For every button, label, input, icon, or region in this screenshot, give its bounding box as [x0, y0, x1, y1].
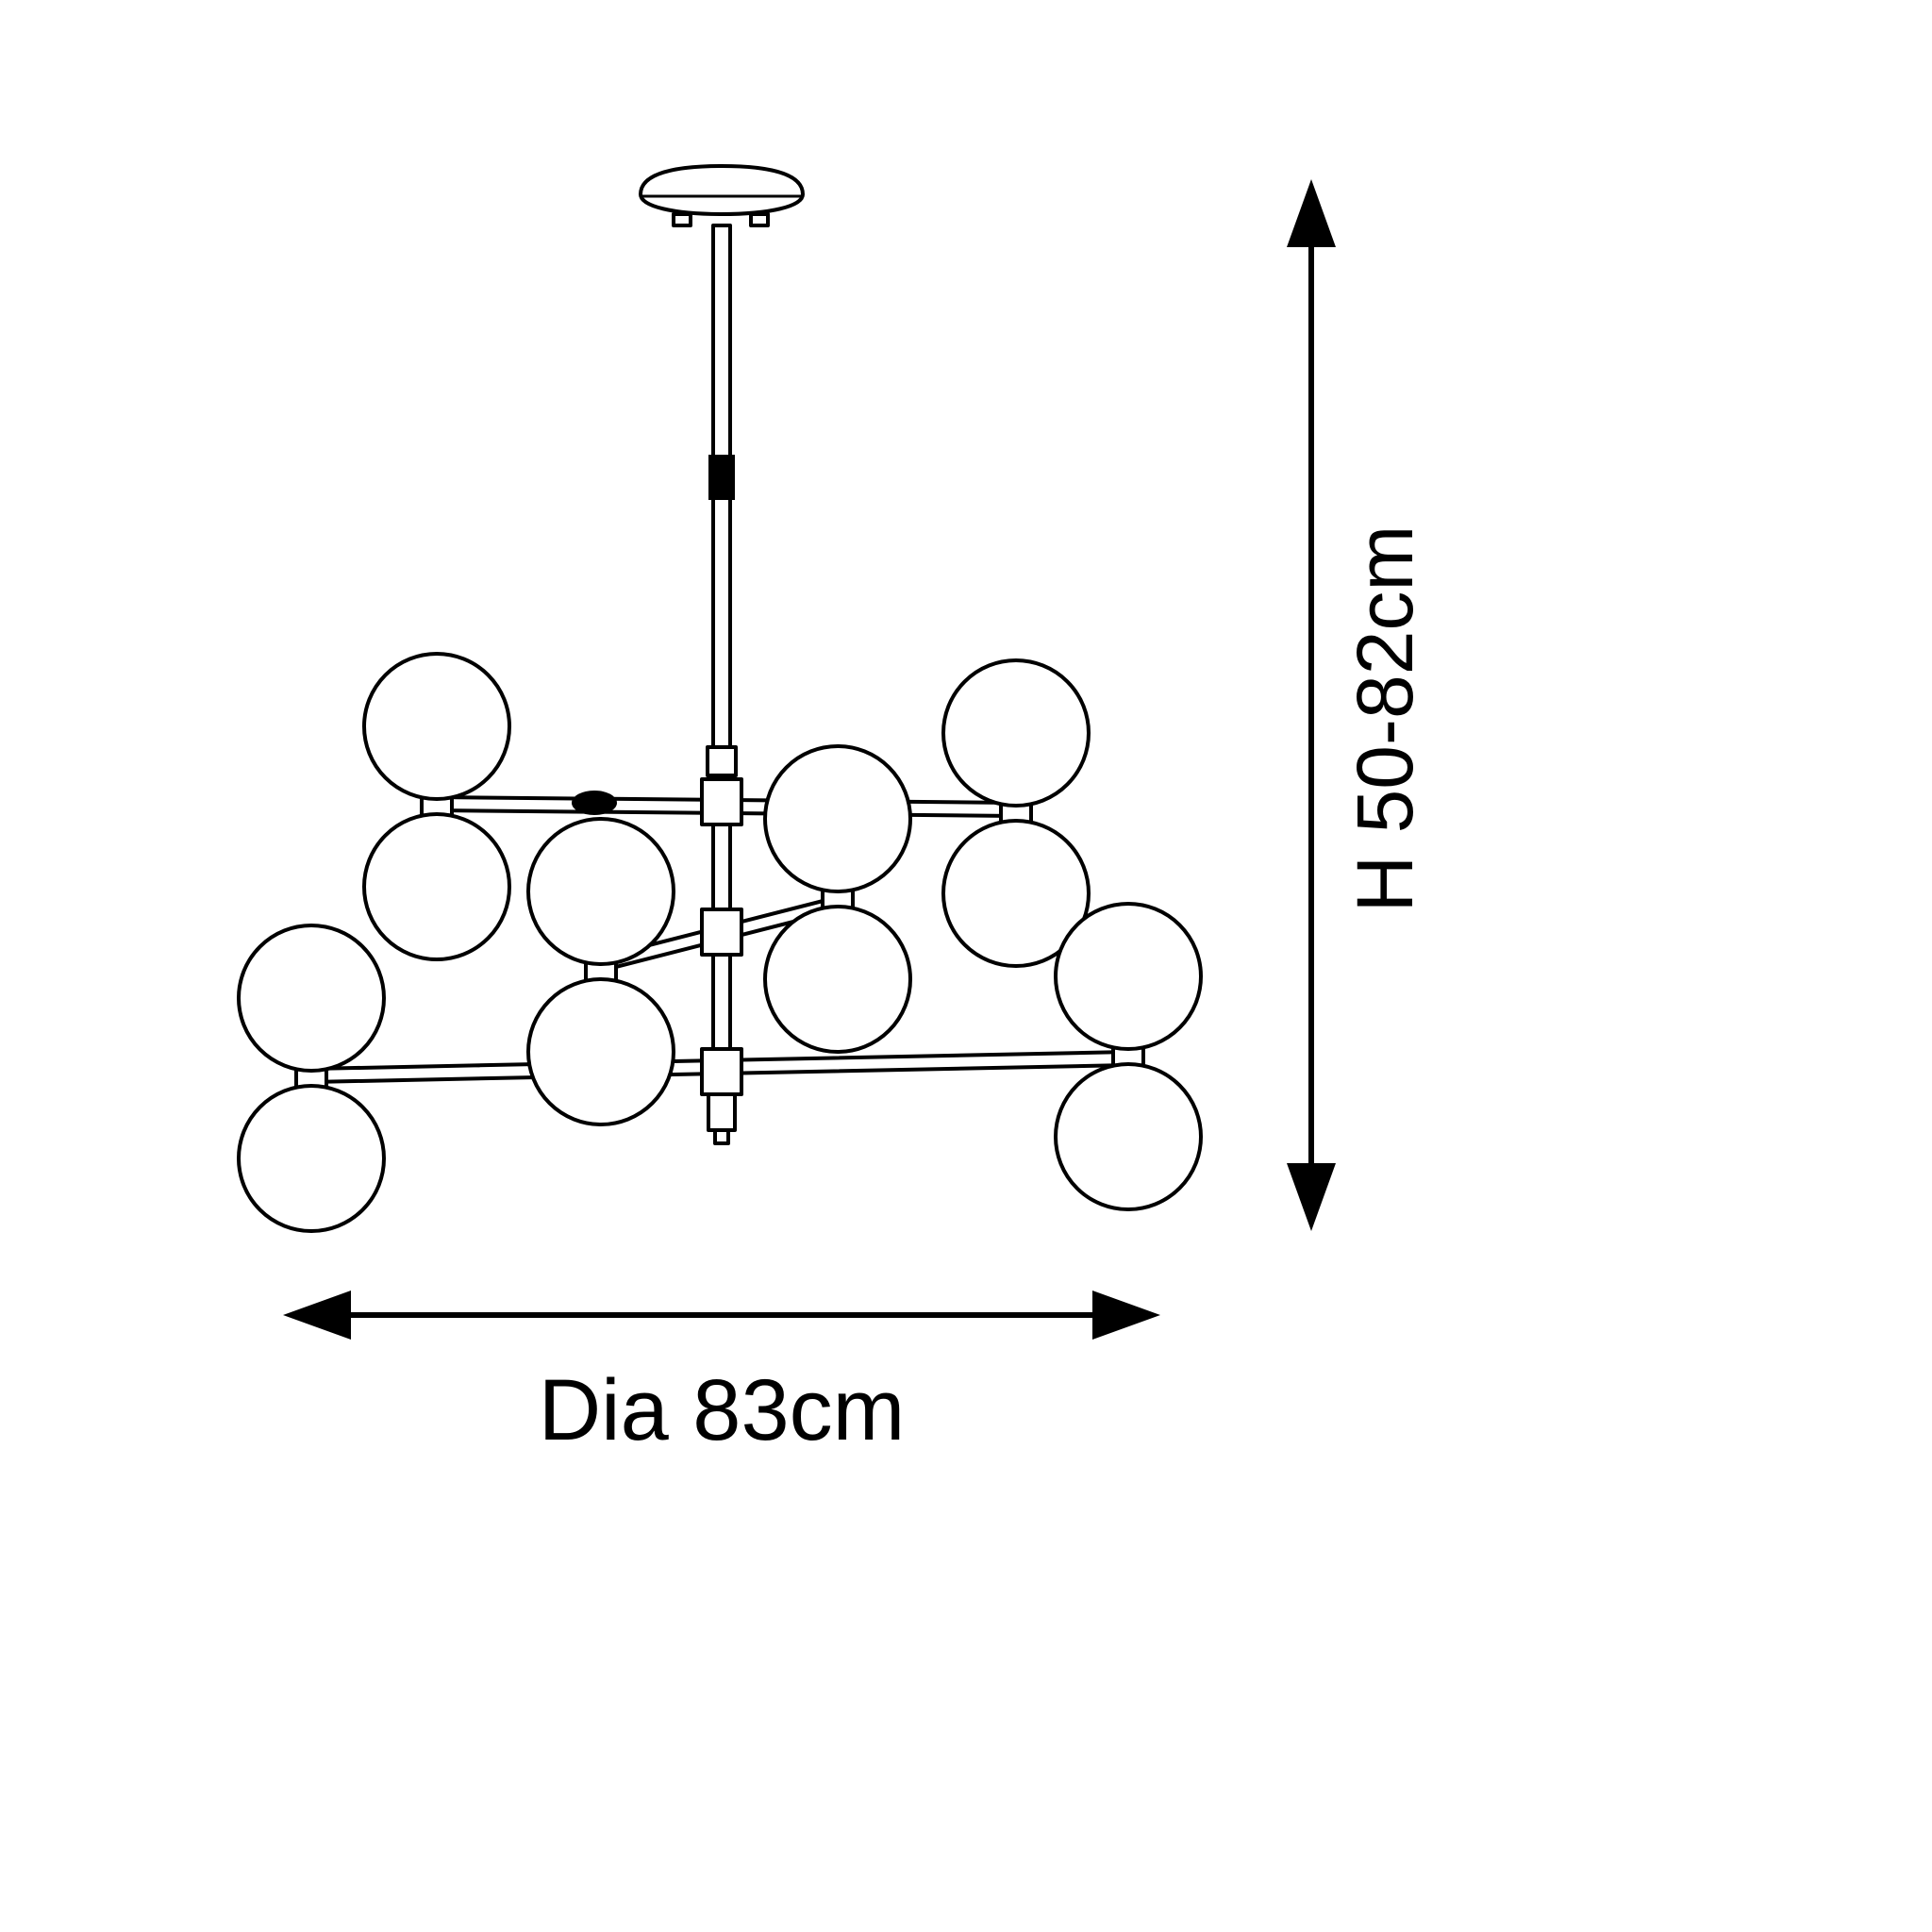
arrow-left-icon: [283, 1291, 351, 1340]
glass-globe: [362, 652, 511, 801]
arm-bead: [572, 791, 617, 815]
glass-globe: [763, 744, 912, 893]
globe-pair-right-lower: [1054, 902, 1203, 1211]
canopy-screw-icon: [749, 212, 770, 227]
rod-coupler: [708, 455, 735, 500]
suspension-rod: [711, 224, 732, 1100]
canopy-screw-icon: [672, 212, 692, 227]
glass-globe: [941, 658, 1091, 808]
globe-pair-center: [526, 817, 675, 1126]
rod-junction-lower: [700, 1047, 743, 1096]
globe-pair-far-left: [237, 924, 386, 1233]
glass-globe: [237, 1084, 386, 1233]
glass-globe: [1054, 902, 1203, 1051]
globe-pair-upper-right: [941, 658, 1091, 968]
globe-pair-upper-left: [362, 652, 511, 961]
diameter-dimension: Dia 83cm: [283, 1291, 1160, 1458]
glass-globe: [526, 977, 675, 1126]
arrow-right-icon: [1092, 1291, 1160, 1340]
glass-globe: [237, 924, 386, 1073]
arrow-down-icon: [1287, 1163, 1336, 1231]
glass-globe: [526, 817, 675, 966]
rod-junction-upper: [700, 777, 743, 826]
glass-globe: [362, 812, 511, 961]
height-dimension-label: H 50-82cm: [1341, 525, 1429, 913]
glass-globe: [941, 819, 1091, 968]
globe-pair-center-right: [763, 744, 912, 1054]
rod-junction-middle: [700, 908, 743, 957]
canopy-disc: [639, 164, 805, 216]
arrow-up-icon: [1287, 179, 1336, 247]
glass-globe: [763, 905, 912, 1054]
diameter-dimension-label: Dia 83cm: [539, 1362, 906, 1458]
height-dimension: H 50-82cm: [1287, 179, 1429, 1231]
rod-finial-tip: [713, 1128, 730, 1145]
rod-finial: [707, 1092, 737, 1132]
ceiling-canopy: [639, 164, 805, 227]
glass-globe: [1054, 1062, 1203, 1211]
rod-collar: [706, 745, 738, 777]
